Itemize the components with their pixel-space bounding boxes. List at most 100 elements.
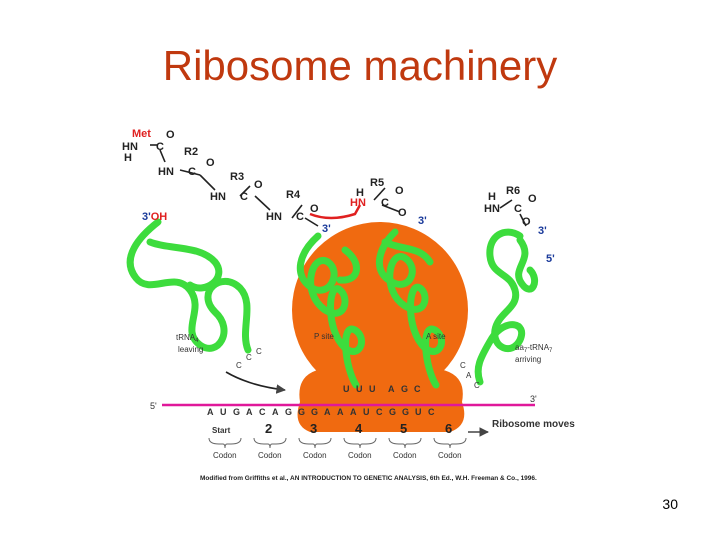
- three-prime-p: 3': [322, 223, 331, 235]
- mrna-base: A: [246, 407, 253, 417]
- mrna-base: G: [298, 407, 305, 417]
- mrna-base: A: [207, 407, 214, 417]
- codon-brace: [253, 437, 287, 449]
- mrna-base: G: [285, 407, 292, 417]
- three-prime-arriving: 3': [538, 225, 547, 237]
- codon-label: Codon: [438, 451, 462, 460]
- codon-brace: [208, 437, 242, 449]
- svg-text:C: C: [414, 384, 421, 394]
- o-label-2: O: [206, 157, 215, 169]
- codon-label: Codon: [213, 451, 237, 460]
- leaving-cca: C C C: [236, 347, 262, 370]
- mrna-base: C: [428, 407, 435, 417]
- mrna-3-prime: 3': [530, 394, 537, 404]
- codon-number: 4: [355, 421, 363, 436]
- o-label-6: O: [528, 193, 537, 205]
- svg-text:arriving: arriving: [515, 355, 541, 364]
- svg-text:C: C: [460, 361, 466, 370]
- arriving-cca: C A C: [460, 361, 480, 390]
- c-label-3: C: [240, 191, 248, 203]
- c-label-1: C: [156, 141, 164, 153]
- mrna-base: C: [259, 407, 266, 417]
- mrna-base: A: [337, 407, 344, 417]
- three-prime-a: 3': [418, 215, 427, 227]
- o-label-5b: O: [398, 207, 407, 219]
- r2-label: R2: [184, 146, 198, 158]
- codon-brace: [298, 437, 332, 449]
- h-label-5: H: [356, 187, 364, 199]
- h-label-1: H: [124, 152, 132, 164]
- hn-label-4: HN: [266, 211, 282, 223]
- mrna-base: G: [311, 407, 318, 417]
- slide-title: Ribosome machinery: [162, 42, 558, 89]
- svg-text:aa7-tRNA7: aa7-tRNA7: [515, 343, 553, 354]
- codon-brace: [343, 437, 377, 449]
- mrna-base: A: [350, 407, 357, 417]
- page-number: 30: [662, 496, 678, 512]
- credit-line: Modified from Griffiths et al., AN INTRO…: [200, 475, 537, 482]
- r4-label: R4: [286, 189, 301, 201]
- codon-label: Codon: [258, 451, 282, 460]
- trna-a-site: [375, 228, 445, 389]
- svg-text:C: C: [256, 347, 262, 356]
- hn-label-2: HN: [158, 166, 174, 178]
- svg-text:A: A: [466, 371, 472, 380]
- mrna-base: C: [376, 407, 383, 417]
- codon-number: 6: [445, 421, 452, 436]
- start-label: Start: [212, 426, 231, 435]
- svg-text:A: A: [388, 384, 395, 394]
- r3-label: R3: [230, 171, 244, 183]
- o-label-3: O: [254, 179, 263, 191]
- o-label-4: O: [310, 203, 319, 215]
- mrna-base: G: [233, 407, 240, 417]
- codon-braces: [208, 437, 467, 449]
- mrna-base: U: [415, 407, 422, 417]
- anticodons-p: U U U: [343, 384, 376, 394]
- mrna-base: A: [272, 407, 279, 417]
- mrna-base: U: [363, 407, 370, 417]
- five-prime-arriving: 5': [546, 253, 555, 265]
- polypeptide-bonds: [150, 144, 527, 437]
- svg-text:U: U: [369, 384, 376, 394]
- o-label-1: O: [166, 129, 175, 141]
- p-site-label: P site: [314, 332, 334, 341]
- end-labels: 3'OH 3' 3' 3' 5': [142, 211, 555, 265]
- chemistry-labels: Met HN C O H R2 HN C O R3 HN C O R4 HN C…: [122, 128, 537, 228]
- mrna-base: G: [389, 407, 396, 417]
- trna-arriving: [474, 228, 538, 386]
- c-label-2: C: [188, 166, 196, 178]
- svg-text:U: U: [356, 384, 363, 394]
- svg-text:leaving: leaving: [178, 345, 203, 354]
- r5-label: R5: [370, 177, 384, 189]
- c-label-5: C: [381, 197, 389, 209]
- hn-label-3: HN: [210, 191, 226, 203]
- three-prime-oh: 3'OH: [142, 211, 167, 223]
- h-label-6: H: [488, 191, 496, 203]
- hn-label-1: HN: [122, 141, 138, 153]
- trna-arriving-label: aa7-tRNA7 arriving: [515, 343, 553, 364]
- peptide-bond: [309, 204, 362, 220]
- svg-text:C: C: [246, 353, 252, 362]
- hn-label-6: HN: [484, 203, 500, 215]
- mrna-base: G: [402, 407, 409, 417]
- svg-text:G: G: [401, 384, 408, 394]
- mrna-base: A: [324, 407, 331, 417]
- ribosome-small-subunit: [297, 368, 465, 432]
- svg-text:C: C: [474, 381, 480, 390]
- svg-text:U: U: [343, 384, 350, 394]
- a-site-label: A site: [426, 332, 446, 341]
- trna-leaving-label: tRNA4 leaving: [176, 333, 203, 354]
- hn-label-5: HN: [350, 197, 366, 209]
- trna-p-site: [296, 232, 365, 389]
- o-label-6b: O: [522, 216, 531, 228]
- c-label-6: C: [514, 203, 522, 215]
- mrna-base: U: [220, 407, 227, 417]
- svg-text:tRNA4: tRNA4: [176, 333, 199, 344]
- r6-label: R6: [506, 185, 520, 197]
- anticodons-a: A G C: [388, 384, 421, 394]
- codon-brace: [388, 437, 422, 449]
